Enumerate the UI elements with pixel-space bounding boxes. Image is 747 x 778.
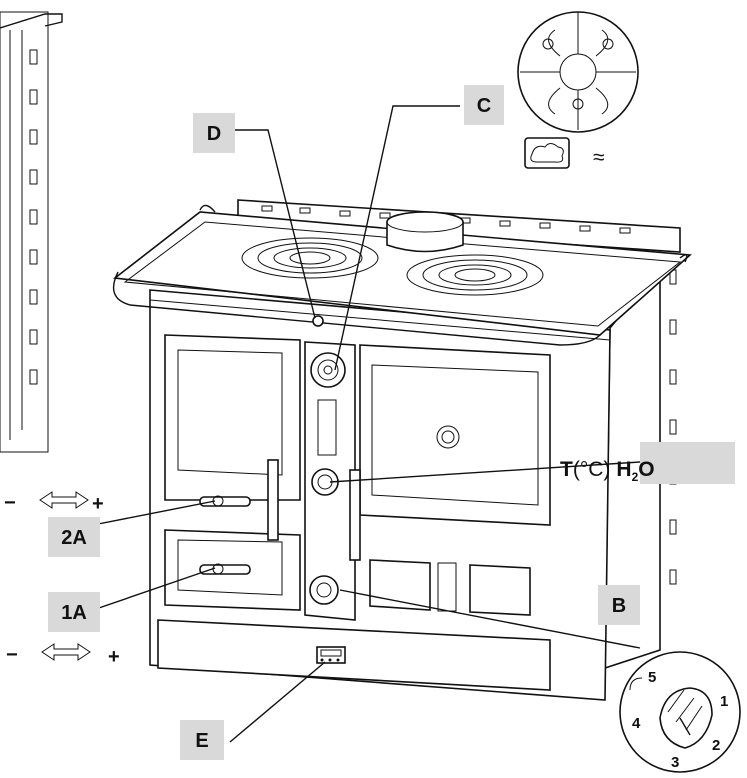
knob-number-1: 1 <box>720 693 728 710</box>
callout-1a: 1A <box>48 592 100 632</box>
svg-text:−: − <box>4 492 16 514</box>
knob-number-4: 4 <box>632 715 641 732</box>
knob-number-3: 3 <box>671 754 679 771</box>
svg-text:T(°C)H2O: T(°C)H2O <box>560 458 655 484</box>
temperature-water-label: T(°C)H2O <box>560 442 735 484</box>
knob-detail: 1 2 3 4 5 <box>619 651 741 773</box>
side-cabinet <box>0 11 63 453</box>
callout-d: D <box>193 113 235 153</box>
leader-lines <box>92 105 641 743</box>
svg-text:E: E <box>195 730 208 752</box>
stove-body <box>112 199 692 701</box>
steam-icon <box>524 137 570 169</box>
wave-icon: ≈ <box>593 146 605 169</box>
knob-number-2: 2 <box>712 737 720 754</box>
adjust-arrows-upper: − + <box>4 491 104 515</box>
dial-detail <box>517 11 639 133</box>
svg-text:D: D <box>207 123 221 145</box>
callout-b: B <box>598 585 640 625</box>
svg-text:C: C <box>477 95 491 117</box>
svg-text:B: B <box>612 595 626 617</box>
adjust-arrows-lower: − + <box>6 643 120 668</box>
svg-text:1A: 1A <box>61 602 87 624</box>
knob-number-5: 5 <box>648 669 656 686</box>
svg-text:2A: 2A <box>61 527 87 549</box>
svg-text:+: + <box>92 493 104 515</box>
svg-text:−: − <box>6 644 18 666</box>
callout-2a: 2A <box>48 517 100 557</box>
callout-e: E <box>180 720 224 760</box>
svg-text:+: + <box>108 646 120 668</box>
callout-c: C <box>464 85 504 125</box>
